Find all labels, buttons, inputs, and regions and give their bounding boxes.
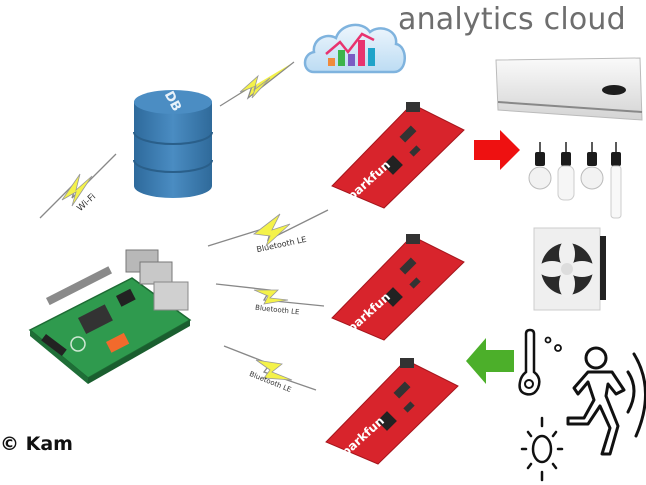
cloud-bar-2 (338, 50, 345, 66)
temperature-humidity-sensor-icon (518, 328, 562, 396)
light-sensor-icon (520, 416, 564, 482)
lightning-db-cloud-icon (219, 61, 295, 107)
light-bulbs-icon (528, 142, 622, 219)
sparkfun-board-3: sparkfun (322, 356, 462, 466)
cloud-bar-1 (328, 58, 335, 66)
sparkfun-board-1-image (331, 102, 465, 209)
exhaust-fan-icon (533, 227, 606, 311)
cloud-bar-5 (368, 48, 375, 66)
motion-sensor-icon (566, 346, 646, 456)
analytics-cloud-icon (303, 23, 406, 74)
lightning-wifi-icon (39, 153, 117, 219)
lightning-ble-1-icon (207, 209, 329, 247)
sparkfun-board-1: sparkfun (328, 100, 468, 210)
sparkfun-board-3-image (325, 358, 459, 465)
cloud-bar-4 (358, 40, 365, 66)
input-arrow-icon (466, 338, 514, 384)
sparkfun-board-2: sparkfun (328, 232, 468, 342)
sparkfun-board-2-image (331, 234, 465, 341)
copyright-credit: © Kam (0, 433, 73, 455)
output-arrow-icon (474, 130, 520, 170)
database-icon (133, 90, 213, 198)
raspberry-pi-board (28, 249, 192, 384)
cloud-bar-3 (348, 54, 355, 66)
lightning-ble-3-icon (223, 345, 317, 391)
air-conditioner-icon (495, 57, 643, 121)
diagram-title: analytics cloud (398, 2, 626, 37)
lightning-ble-2-icon (215, 283, 325, 307)
